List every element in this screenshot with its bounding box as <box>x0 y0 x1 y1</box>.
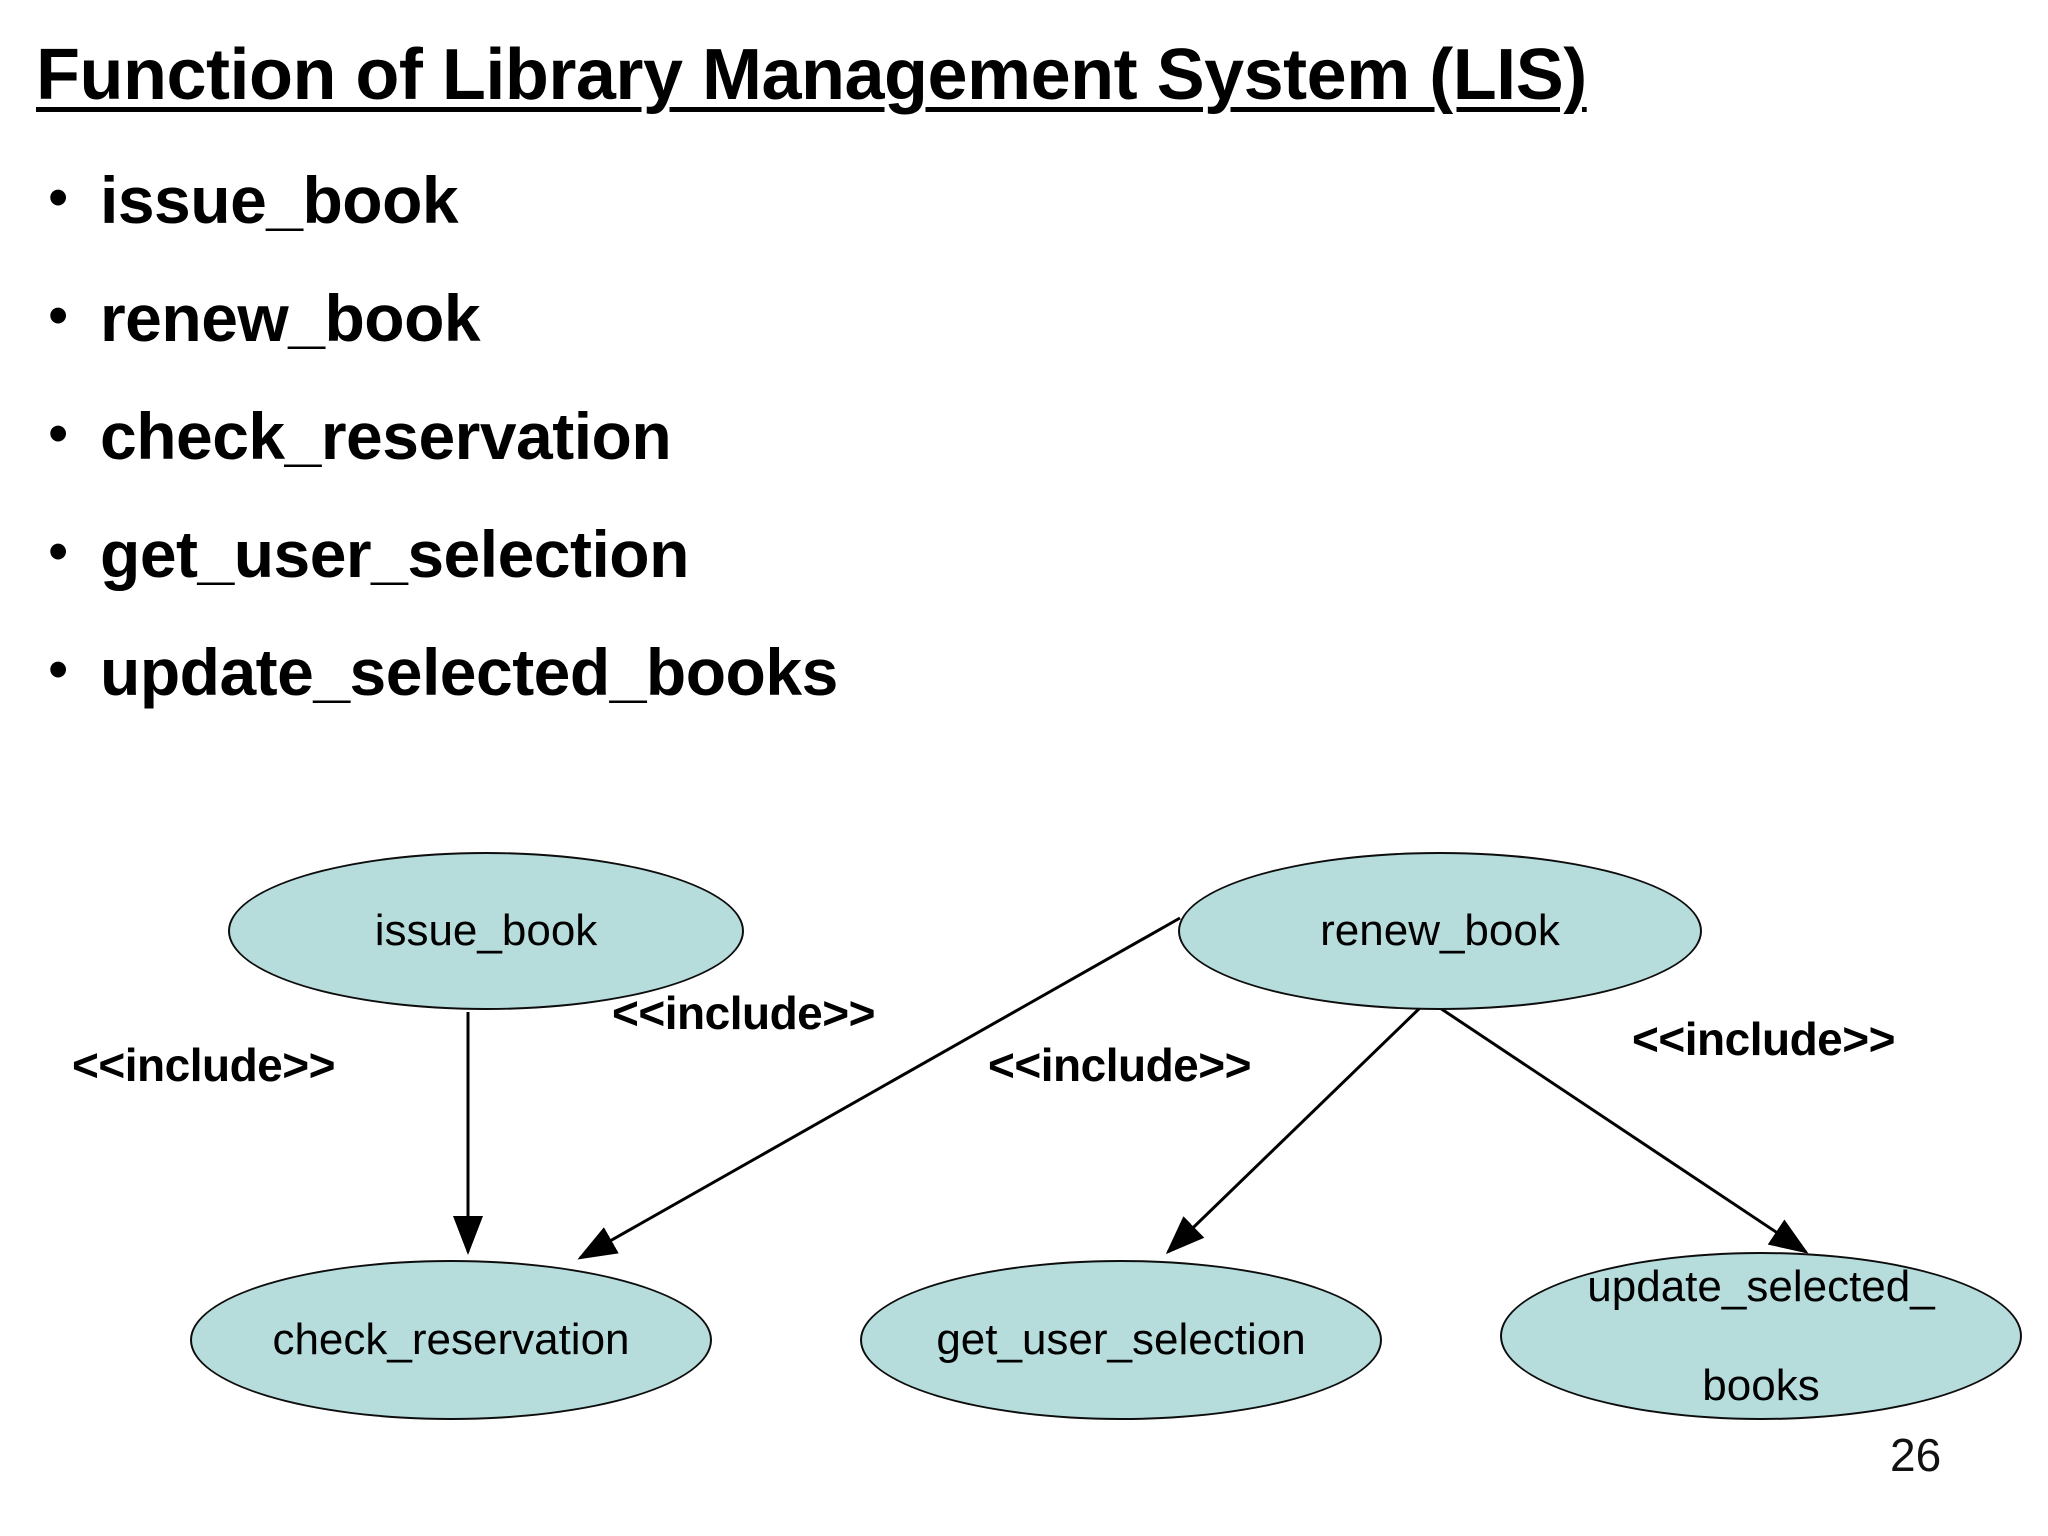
edge-renew-book-to-update-selected-books <box>1433 1002 1809 1254</box>
bullet-marker-icon: • <box>48 401 69 466</box>
node-label: renew_book <box>1320 906 1560 956</box>
edge-label-renew-to-check: <<include>> <box>612 987 875 1039</box>
list-item-label: renew_book <box>100 281 481 355</box>
list-item: • update_selected_books <box>40 622 1540 740</box>
function-list: • issue_book • renew_book • check_reserv… <box>40 150 1540 740</box>
use-case-node-get-user-selection[interactable]: get_user_selection <box>860 1260 1382 1420</box>
bullet-marker-icon: • <box>48 283 69 348</box>
edge-renew-book-to-get-user-selection <box>1165 1002 1426 1255</box>
list-item: • get_user_selection <box>40 504 1540 622</box>
list-item-label: update_selected_books <box>100 635 838 709</box>
list-item-label: get_user_selection <box>100 517 689 591</box>
page-number: 26 <box>1890 1429 1942 1481</box>
use-case-node-issue-book[interactable]: issue_book <box>228 852 744 1010</box>
page-title: Function of Library Management System (L… <box>36 35 1587 115</box>
use-case-diagram: issue_book renew_book check_reservation … <box>0 790 2048 1470</box>
node-label: check_reservation <box>272 1315 630 1365</box>
bullet-marker-icon: • <box>48 519 69 584</box>
use-case-node-check-reservation[interactable]: check_reservation <box>190 1260 712 1420</box>
list-item: • check_reservation <box>40 386 1540 504</box>
bullet-marker-icon: • <box>48 637 69 702</box>
node-label: get_user_selection <box>936 1315 1306 1365</box>
use-case-node-update-selected-books[interactable]: update_selected_ books <box>1500 1252 2022 1420</box>
bullet-marker-icon: • <box>48 165 69 230</box>
node-label-line-2: books <box>1702 1360 1820 1410</box>
edge-label-renew-to-update: <<include>> <box>1632 1013 1895 1065</box>
node-label-line-1: update_selected_ <box>1587 1262 1935 1312</box>
list-item: • renew_book <box>40 268 1540 386</box>
list-item-label: issue_book <box>100 163 459 237</box>
node-label: update_selected_ books <box>1527 1262 1994 1410</box>
list-item: • issue_book <box>40 150 1540 268</box>
edge-label-renew-to-get-user: <<include>> <box>988 1039 1251 1091</box>
list-item-label: check_reservation <box>100 399 672 473</box>
edge-label-issue-to-check: <<include>> <box>72 1039 335 1091</box>
edge-renew-book-to-check-reservation <box>577 916 1181 1260</box>
node-label: issue_book <box>374 906 598 956</box>
diagram-edges <box>453 916 1809 1260</box>
use-case-node-renew-book[interactable]: renew_book <box>1178 852 1702 1010</box>
